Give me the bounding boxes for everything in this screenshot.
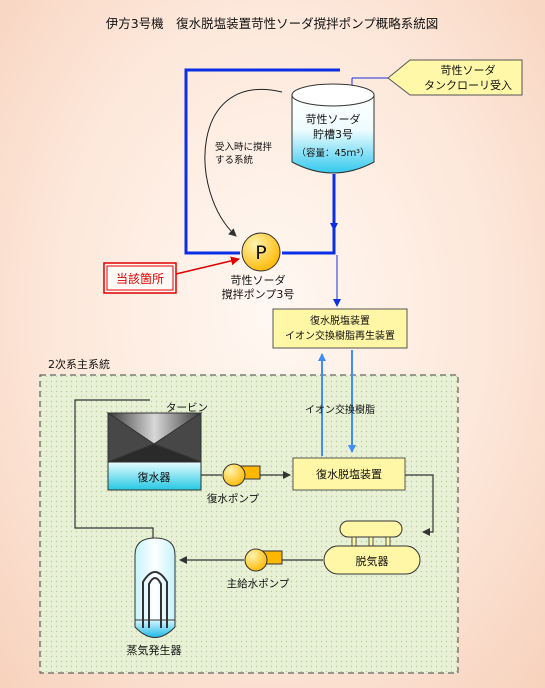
target-arrow	[175, 256, 240, 275]
condenser-label: 復水器	[138, 471, 171, 484]
condenser-box	[107, 461, 202, 491]
regen-line1: 復水脱塩装置	[310, 314, 370, 327]
secondary-system-label: 2次系主系統	[48, 357, 110, 371]
resin-label: イオン交換樹脂	[305, 403, 375, 416]
loop-note-line1: 受入時に撹拌	[215, 141, 273, 153]
truck-callout	[387, 59, 523, 96]
demin-to-deaerator-pipe	[405, 474, 434, 536]
pump-symbol: P	[255, 242, 266, 264]
stirring-pump-icon	[241, 232, 281, 272]
demineralizer-label: 復水脱塩装置	[316, 467, 382, 481]
diagram-title: 伊方3号機 復水脱塩装置苛性ソーダ撹拌ポンプ概略系統図	[106, 16, 439, 31]
regen-line2: イオン交換樹脂再生装置	[285, 329, 395, 342]
tank-label-line2: 貯槽3号	[313, 128, 353, 141]
turbine-icon	[106, 412, 203, 463]
steam-pipe	[74, 399, 154, 538]
circulation-arrow	[204, 89, 283, 237]
loop-note-line2: する系統	[215, 154, 254, 166]
steam-generator-label: 蒸気発生器	[127, 643, 182, 657]
condensate-pump-label: 復水ポンプ	[207, 492, 260, 505]
demineralizer-box	[292, 457, 406, 491]
tank-label-line1: 苛性ソーダ	[306, 112, 361, 126]
condensate-pump-icon	[222, 463, 261, 487]
callout-line2: タンクローリ受入	[424, 79, 512, 92]
deaerator-label: 脱気器	[356, 554, 389, 568]
tank-capacity: （容量：45ｍ³）	[297, 147, 370, 159]
pump-label-line2: 撹拌ポンプ3号	[222, 287, 295, 301]
target-box	[103, 262, 177, 294]
pump-label-line1: 苛性ソーダ	[231, 273, 286, 287]
deaerator-icon	[323, 520, 421, 575]
regen-device-box	[272, 308, 408, 349]
caustic-soda-tank	[291, 83, 375, 174]
callout-line1: 苛性ソーダ	[441, 63, 496, 77]
turbine-label: タービン	[166, 402, 208, 414]
feed-pump-label: 主給水ポンプ	[227, 577, 290, 590]
stir-loop-return-pipe	[184, 68, 340, 255]
stir-loop-pipe-right	[282, 210, 336, 255]
target-label: 当該箇所	[116, 271, 164, 286]
feed-pump-icon	[244, 548, 283, 572]
steam-generator-icon	[134, 537, 176, 638]
